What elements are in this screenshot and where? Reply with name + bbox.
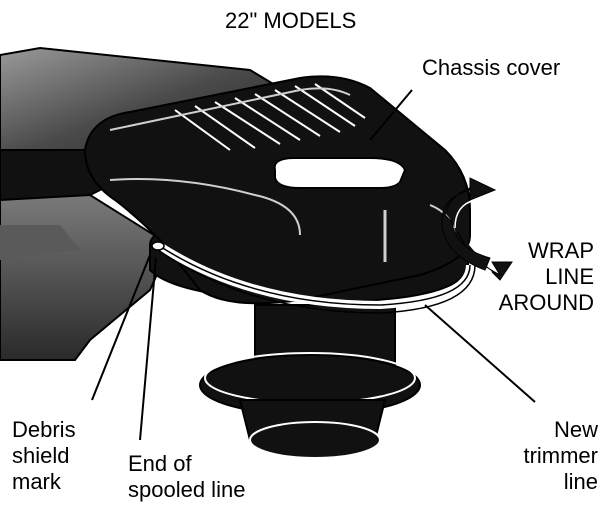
label-chassis-cover: Chassis cover [422,55,561,80]
trimmer-shaft [0,46,302,361]
label-debris-shield-mark: Debris shield mark [12,417,76,494]
debris-shield-mark-indicator [151,241,165,251]
label-wrap-line-around: WRAP LINE AROUND [498,238,594,315]
label-end-of-spooled-line: End of spooled line [128,451,246,502]
wrap-direction-arrow-icon [441,177,513,281]
new-trimmer-line [155,241,476,314]
leader-lines [91,89,536,441]
chassis-cover [83,75,471,305]
diagram-title: 22" MODELS [225,8,357,33]
label-new-trimmer-line: New trimmer line [523,417,598,494]
spool-knob [199,304,421,459]
